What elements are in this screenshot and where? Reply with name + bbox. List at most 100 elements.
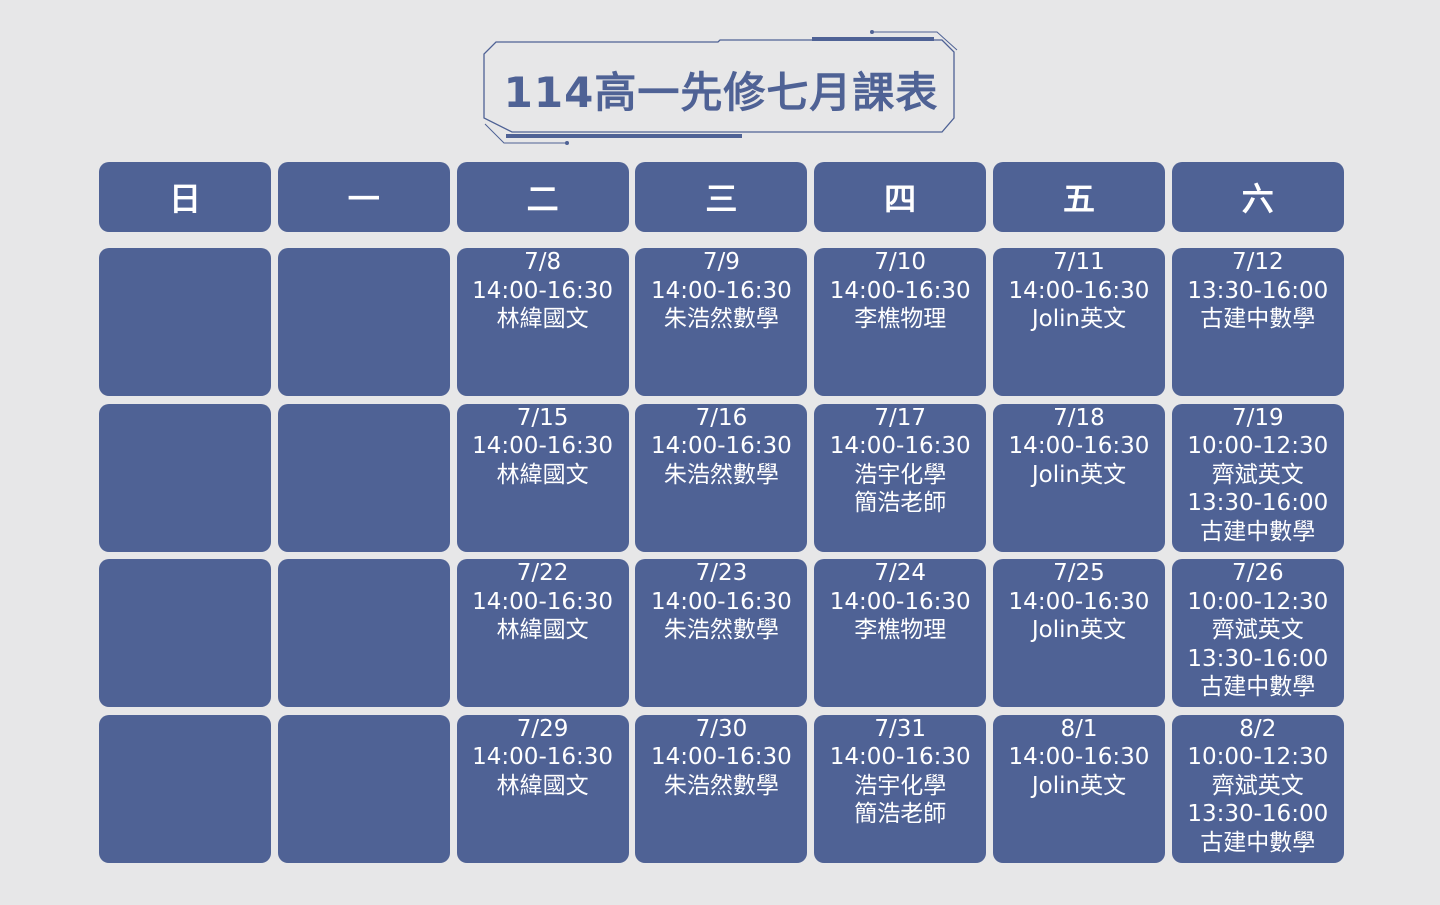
weekday-header: 四	[814, 162, 987, 232]
empty-day-cell	[277, 559, 450, 707]
time-range: 14:00-16:30	[1008, 433, 1150, 459]
date-label: 7/12	[1231, 249, 1284, 275]
class-name: 古建中數學	[1200, 306, 1316, 332]
weekday-header: 二	[456, 162, 629, 232]
date-label: 7/8	[524, 249, 562, 275]
empty-day-cell	[99, 248, 271, 396]
date-label: 8/2	[1239, 715, 1277, 742]
time-range: 14:00-16:30	[650, 744, 792, 770]
empty-day-cell	[99, 559, 271, 707]
time-range: 13:30-16:00	[1187, 645, 1329, 672]
weekday-header: 三	[635, 162, 808, 232]
time-range: 10:00-12:30	[1187, 744, 1329, 770]
class-name: 林緯國文	[496, 461, 589, 488]
class-name: 林緯國文	[496, 306, 589, 332]
weekday-header: 日	[99, 162, 271, 232]
date-label: 7/15	[516, 404, 569, 431]
class-name: 古建中數學	[1200, 674, 1316, 700]
empty-day-cell	[99, 403, 271, 552]
weekday-header: 一	[277, 162, 450, 232]
date-label: 7/19	[1231, 404, 1284, 431]
page-title: 114高一先修七月課表	[503, 68, 939, 117]
time-range: 13:30-16:00	[1187, 277, 1329, 304]
class-name: 浩宇化學	[854, 461, 947, 488]
title-banner: 114高一先修七月課表	[482, 28, 960, 148]
date-label: 7/18	[1053, 404, 1105, 431]
class-name: 朱浩然數學	[663, 772, 779, 799]
time-range: 14:00-16:30	[472, 744, 614, 770]
date-label: 7/26	[1231, 560, 1284, 586]
time-range: 13:30-16:00	[1187, 801, 1329, 827]
time-range: 14:00-16:30	[1008, 588, 1150, 615]
date-label: 7/9	[702, 249, 740, 275]
time-range: 10:00-12:30	[1187, 588, 1329, 615]
date-label: 7/29	[516, 715, 569, 742]
time-range: 10:00-12:30	[1187, 433, 1329, 459]
time-range: 14:00-16:30	[650, 588, 792, 615]
class-name: Jolin英文	[1031, 306, 1127, 332]
date-label: 7/16	[695, 404, 748, 431]
time-range: 14:00-16:30	[650, 277, 792, 304]
date-label: 7/24	[874, 560, 927, 586]
date-label: 8/1	[1060, 715, 1098, 742]
class-name: 李樵物理	[854, 306, 947, 332]
empty-day-cell	[277, 403, 450, 552]
time-range: 14:00-16:30	[1008, 744, 1150, 770]
time-range: 14:00-16:30	[472, 277, 614, 304]
class-name: 朱浩然數學	[663, 306, 779, 332]
title-frame-decoration	[483, 30, 958, 145]
class-name: 林緯國文	[496, 617, 589, 643]
class-name: 浩宇化學	[854, 772, 947, 799]
time-range: 14:00-16:30	[829, 277, 971, 304]
date-label: 7/17	[874, 404, 927, 431]
date-label: 7/10	[874, 249, 927, 275]
time-range: 14:00-16:30	[829, 744, 971, 770]
class-name: 簡浩老師	[854, 490, 947, 516]
date-label: 7/25	[1053, 560, 1105, 586]
class-name: Jolin英文	[1031, 617, 1127, 643]
empty-day-cell	[99, 714, 271, 863]
time-range: 14:00-16:30	[472, 433, 614, 459]
class-name: 齊斌英文	[1211, 617, 1304, 643]
class-name: 簡浩老師	[854, 801, 947, 827]
class-name: 齊斌英文	[1211, 461, 1304, 488]
date-label: 7/23	[695, 560, 748, 586]
time-range: 14:00-16:30	[472, 588, 614, 615]
weekday-header: 五	[992, 162, 1165, 232]
date-label: 7/22	[516, 560, 569, 586]
class-name: 朱浩然數學	[663, 461, 779, 488]
empty-day-cell	[277, 714, 450, 863]
time-range: 13:30-16:00	[1187, 490, 1329, 516]
empty-day-cell	[277, 248, 450, 396]
weekday-header-row: 日一二三四五六	[99, 162, 1344, 232]
date-label: 7/11	[1053, 249, 1105, 275]
time-range: 14:00-16:30	[829, 588, 971, 615]
date-label: 7/31	[874, 715, 927, 742]
date-label: 7/30	[695, 715, 748, 742]
class-name: Jolin英文	[1031, 461, 1127, 488]
class-name: 朱浩然數學	[663, 617, 779, 643]
time-range: 14:00-16:30	[650, 433, 792, 459]
class-name: 古建中數學	[1200, 829, 1316, 856]
class-name: 李樵物理	[854, 617, 947, 643]
class-name: 古建中數學	[1200, 518, 1316, 545]
